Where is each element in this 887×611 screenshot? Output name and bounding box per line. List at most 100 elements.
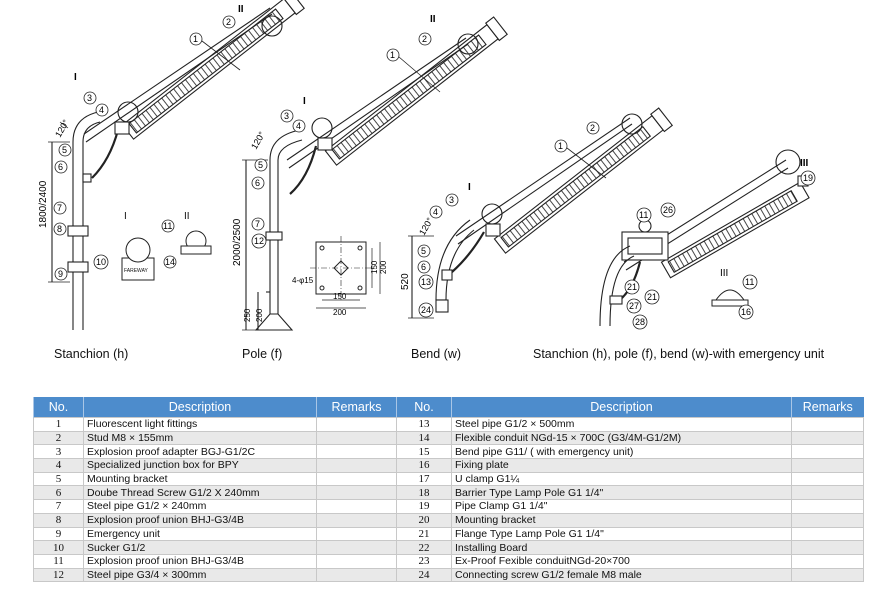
callout-9: 9: [58, 269, 63, 279]
part-number-2: 22: [396, 540, 452, 555]
callout-11: 11: [163, 221, 172, 231]
part-remarks: [316, 485, 397, 501]
part-remarks: [316, 553, 397, 569]
detail-iii-clamp: [711, 289, 749, 307]
stanchion-figure: [48, 0, 305, 330]
caption-pole: Pole (f): [242, 347, 283, 361]
part-description: Emergency unit: [83, 526, 317, 542]
header-remarks-2: Remarks: [791, 397, 864, 418]
callout-13-bend: 13: [421, 277, 431, 287]
part-description-2: Barrier Type Lamp Pole G1 1/4": [451, 485, 792, 501]
detail-label-ii-pole: II: [430, 14, 436, 25]
installation-drawing: 1800/2400 120° 2 1 3 4 5 6 7 8 9 10 I II…: [38, 0, 816, 331]
part-remarks: [316, 512, 397, 528]
header-no: No.: [33, 397, 84, 418]
part-number-2: 19: [396, 499, 452, 514]
callout-28: 28: [635, 317, 645, 327]
detail-ii-title: II: [184, 211, 190, 222]
part-number: 4: [33, 458, 84, 473]
part-description: Stud M8 × 155mm: [83, 430, 317, 446]
dim-bend-520: 520: [400, 273, 411, 290]
caption-stanchion: Stanchion (h): [54, 347, 129, 361]
part-remarks-2: [791, 417, 864, 432]
part-number-2: 16: [396, 458, 452, 473]
callout-4: 4: [99, 105, 104, 115]
callout-7-pole: 7: [255, 219, 260, 229]
part-number: 8: [33, 512, 84, 528]
part-remarks-2: [791, 553, 864, 569]
box-label: FAREWAY: [124, 268, 149, 274]
callout-10: 10: [96, 257, 106, 267]
dim-angle-bend: 120°: [417, 216, 435, 237]
part-description-2: Mounting bracket: [451, 512, 792, 528]
part-description-2: Fixing plate: [451, 458, 792, 473]
dim-plate-150-w: 150: [333, 292, 347, 301]
detail-views: I II FAREWAY: [121, 211, 212, 281]
part-remarks: [316, 430, 397, 446]
callout-27: 27: [629, 301, 639, 311]
part-number: 12: [33, 567, 84, 583]
fixing-plate: [310, 236, 381, 309]
dim-pole-height: 2000/2500: [232, 218, 243, 266]
callout-26: 26: [663, 205, 673, 215]
header-description-2: Description: [451, 397, 792, 418]
parts-table: No. Description Remarks No. Description …: [33, 397, 864, 583]
dim-angle-stanchion: 120°: [53, 118, 71, 139]
detail-label-i-bend: I: [468, 182, 471, 193]
part-description-2: Bend pipe G11/ ( with emergency unit): [451, 444, 792, 460]
dim-angle-pole: 120°: [249, 130, 267, 151]
part-remarks: [316, 567, 397, 583]
part-remarks: [316, 471, 397, 487]
part-description-2: Steel pipe G1/2 × 500mm: [451, 417, 792, 432]
callout-6-bend: 6: [421, 262, 426, 272]
part-remarks-2: [791, 512, 864, 528]
detail-label-i: I: [74, 72, 77, 83]
dim-plate-200-w: 200: [333, 308, 347, 317]
table-header-row: No. Description Remarks No. Description …: [33, 397, 864, 418]
bend-figure: [408, 107, 674, 319]
part-number-2: 14: [396, 430, 452, 446]
callout-5-bend: 5: [421, 246, 426, 256]
part-remarks-2: [791, 540, 864, 555]
dim-plate-holes: 4-φ15: [292, 276, 314, 285]
part-number: 11: [33, 553, 84, 569]
part-description: Mounting bracket: [83, 471, 317, 487]
callout-11-emerg: 11: [639, 210, 648, 220]
detail-i-title: I: [124, 211, 127, 222]
callout-2-bend: 2: [590, 123, 595, 133]
part-description-2: Ex-Proof Fexible conduitNGd-20×700: [451, 553, 792, 569]
part-description: Explosion proof union BHJ-G3/4B: [83, 553, 317, 569]
part-description: Sucker G1/2: [83, 540, 317, 555]
part-remarks: [316, 499, 397, 514]
header-no-2: No.: [396, 397, 452, 418]
callout-21: 21: [647, 292, 657, 302]
detail-iii-title: III: [720, 268, 728, 279]
part-number: 6: [33, 485, 84, 501]
part-remarks: [316, 458, 397, 473]
part-remarks-2: [791, 471, 864, 487]
part-description: Specialized junction box for BPY: [83, 458, 317, 473]
callout-3-bend: 3: [449, 195, 454, 205]
part-remarks: [316, 417, 397, 432]
part-description-2: Pipe Clamp G1 1/4": [451, 499, 792, 514]
part-description-2: Connecting screw G1/2 female M8 male: [451, 567, 792, 583]
callout-1-bend: 1: [558, 141, 563, 151]
part-remarks-2: [791, 526, 864, 542]
part-description-2: U clamp G1¼: [451, 471, 792, 487]
callout-16: 16: [741, 307, 751, 317]
detail-label-ii: II: [238, 4, 244, 15]
part-number-2: 15: [396, 444, 452, 460]
emergency-figure: [599, 149, 810, 327]
callout-12-pole: 12: [254, 236, 264, 246]
part-number: 1: [33, 417, 84, 432]
part-number-2: 13: [396, 417, 452, 432]
callout-1: 1: [193, 34, 198, 44]
